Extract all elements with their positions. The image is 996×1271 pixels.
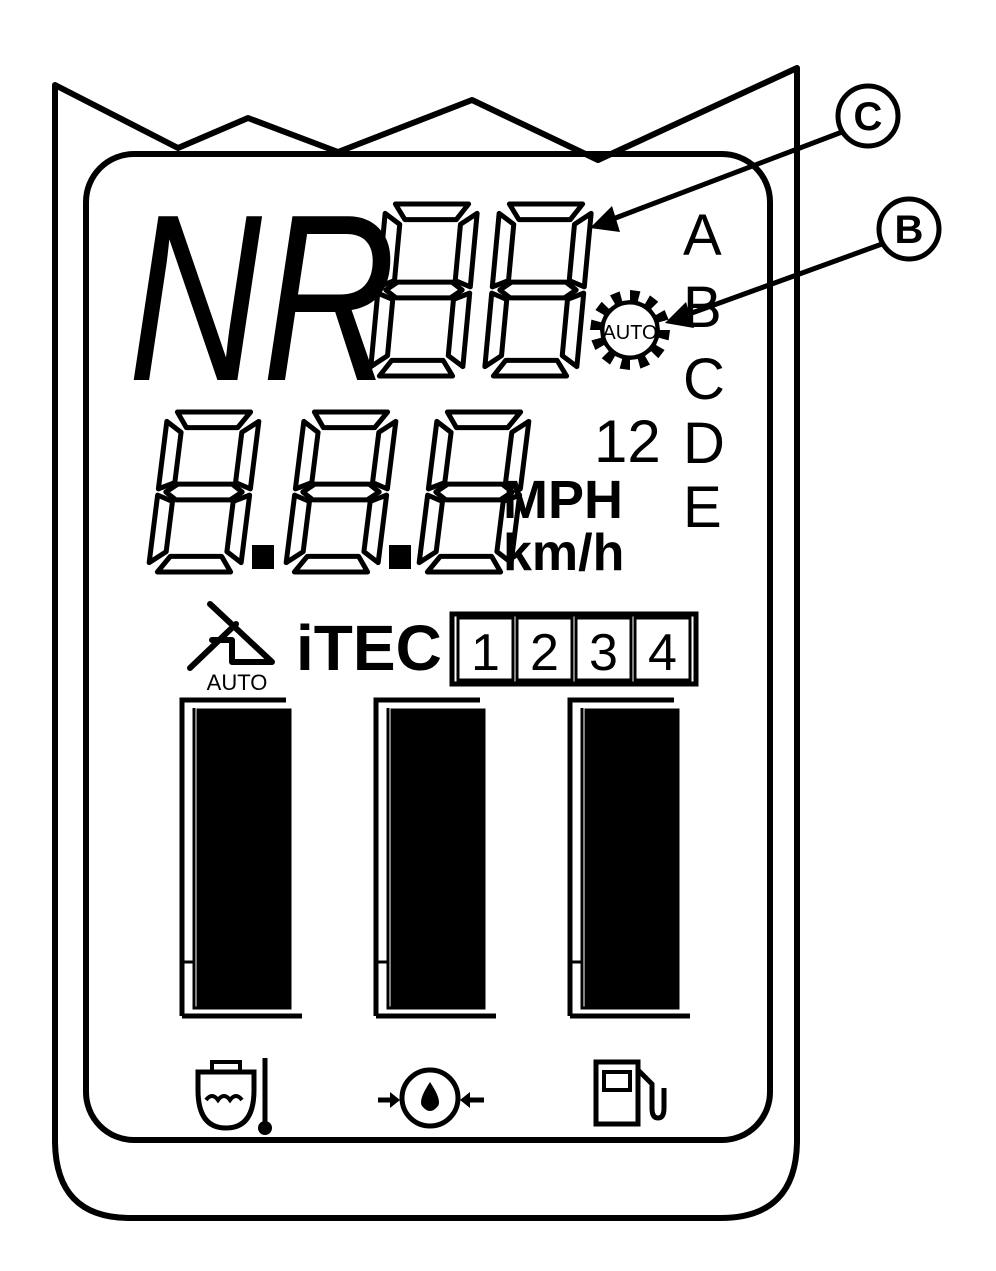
segment-b [452,210,480,290]
callout-c-leader [604,129,843,225]
segment-d [490,357,570,379]
segment-f [155,418,184,492]
speed-decimal-point-1 [252,545,274,569]
segment-g [433,481,515,503]
segment-b [233,418,262,492]
callout-c-label: C [854,95,883,139]
segment-g [383,279,465,301]
range-number-text: 12 [594,408,661,475]
cog-center [601,301,659,359]
speed-unit-mph: MPH [503,470,623,530]
engine-oil-pressure-icon [378,1067,484,1129]
auto-shift-cog-icon [590,290,670,370]
speed-digit-1 [146,409,262,575]
callout-c-arrowhead [590,206,620,232]
gear-digits [368,201,594,379]
itec-label: iTEC [296,612,442,684]
segment-c [224,492,253,566]
display-screen [83,151,773,1143]
segment-g [497,279,579,301]
segment-a [392,201,472,223]
segment-g [300,481,382,503]
gear-digit-1 [368,201,480,379]
segment-c [361,492,390,566]
segment-b [370,418,399,492]
segment-f [489,210,517,290]
callout-b-circle [876,196,942,262]
gauge-outline [584,708,680,1010]
gauge-fill [198,710,290,1008]
gauge-3 [567,697,690,1019]
gauge-1 [179,697,302,1019]
range-letter-d: D [683,411,725,476]
segment-e [368,290,396,370]
segment-a [174,409,254,431]
segment-e [283,492,312,566]
segment-c [494,492,523,566]
speed-digit-3 [416,409,532,575]
range-letter-e: E [683,475,722,540]
itec-box-1 [456,616,515,682]
segment-c [445,290,473,370]
itec-box-1-label: 1 [471,624,500,682]
gauge-outline [390,708,486,1010]
gauge-fill [586,710,678,1008]
speed-decimal-point-2 [389,545,411,569]
gauges [179,697,690,1019]
speed-digit-2 [283,409,399,575]
segment-f [375,210,403,290]
segment-d [154,553,234,575]
speed-unit-kmh: km/h [503,524,624,582]
segment-b [503,418,532,492]
itec-auto-label: AUTO [207,670,268,695]
fuel-level-icon [593,1059,667,1127]
segment-e [416,492,445,566]
gauge-frame-left [567,697,674,1016]
display-housing [52,65,800,1221]
gauge-outline [196,708,292,1010]
itec-box-2 [515,616,574,682]
segment-e [146,492,175,566]
segment-e [482,290,510,370]
segment-a [444,409,524,431]
itec-box-3-label: 3 [589,624,618,682]
range-letter-c: C [683,347,725,412]
segment-d [291,553,371,575]
gear-prefix-text: NR [128,166,396,431]
itec-box-3 [574,616,633,682]
gauge-fill [392,710,484,1008]
gauge-frame-left [179,697,286,1016]
range-letter-a: A [683,203,722,268]
itec-box-2-label: 2 [530,624,559,682]
itec-auto-icon [187,601,275,671]
gauge-frame-left [373,697,480,1016]
segment-c [559,290,587,370]
segment-a [506,201,586,223]
segment-d [376,357,456,379]
itec-box-4 [633,616,692,682]
speed-digits [146,409,532,575]
callout-c-circle [835,83,901,149]
callout-b-label: B [895,208,924,252]
segment-a [311,409,391,431]
segment-d [424,553,504,575]
itec-box-4-label: 4 [648,624,677,682]
gauge-2 [373,697,496,1019]
segment-g [163,481,245,503]
gear-digit-2 [482,201,594,379]
segment-f [425,418,454,492]
itec-box-frame [449,611,699,687]
segment-b [566,210,594,290]
segment-f [292,418,321,492]
callout-b-leader [677,241,883,321]
callout-b-arrowhead [665,302,694,328]
auto-shift-cog-label: AUTO [602,322,657,344]
coolant-temperature-icon [195,1058,272,1135]
